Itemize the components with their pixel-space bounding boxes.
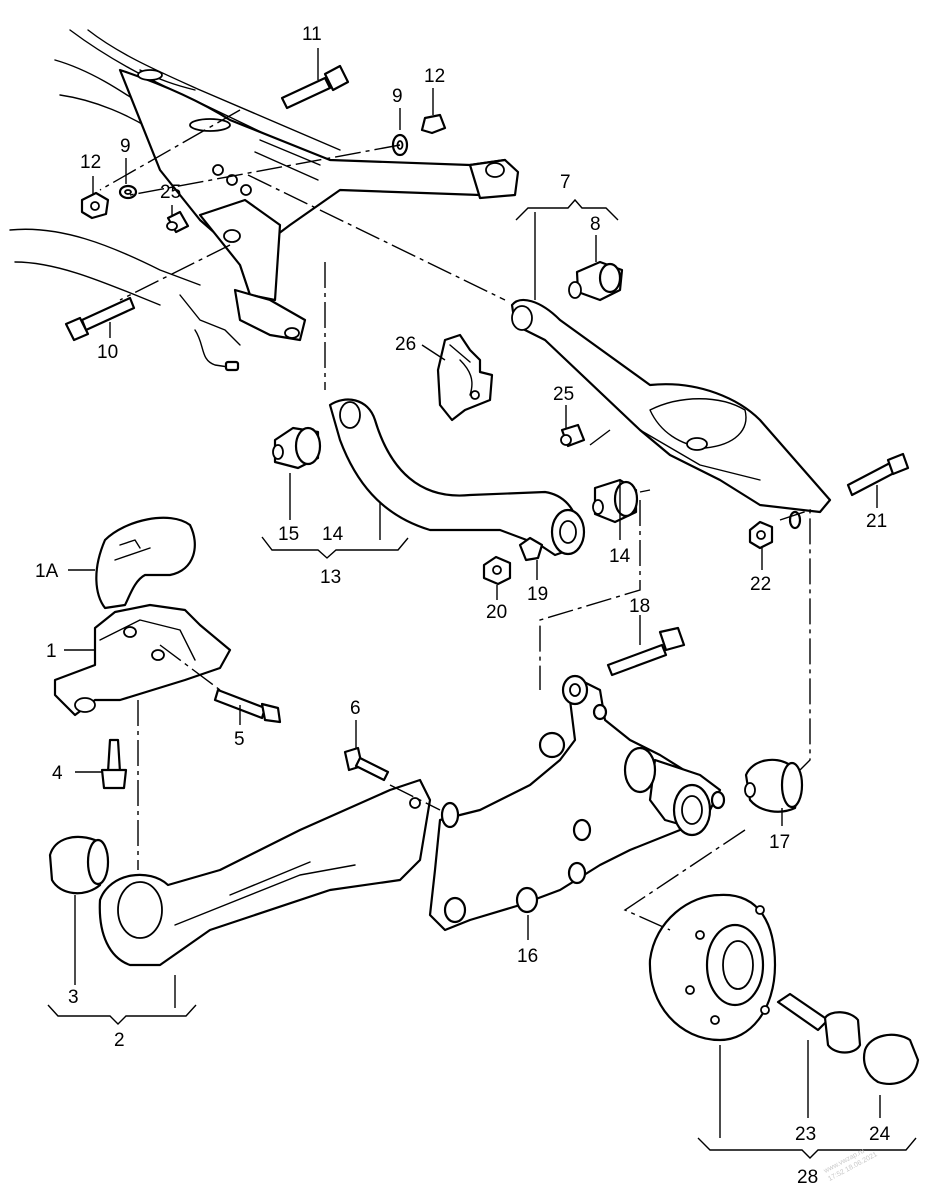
callout-18: 18 [629,596,650,617]
callout-25-right: 25 [553,384,574,405]
bolt-4 [100,738,128,790]
callout-10: 10 [97,342,118,363]
nut-12-upper [420,113,447,135]
callout-13: 13 [320,567,341,588]
bolt-11 [280,64,350,110]
washer-19 [518,536,544,562]
callout-6: 6 [350,698,361,719]
assembly-lines [99,109,811,931]
callout-24: 24 [869,1124,891,1145]
bolt-23 [776,992,862,1054]
callout-labels: 11 9 12 12 9 25 10 7 8 26 25 15 14 13 14… [35,24,891,1188]
bush-25-left [166,210,190,234]
bush-25-right [560,423,586,448]
callout-21: 21 [866,511,887,532]
callout-5: 5 [234,729,245,750]
subframe [9,29,520,372]
cover-1A [95,516,196,610]
callout-25-left: 25 [160,182,181,203]
nut-22 [748,520,774,550]
bolt-10 [64,296,136,342]
bush-17 [744,758,804,813]
wheel-bearing-housing-16 [428,674,726,932]
callout-1: 1 [46,641,57,662]
callout-9-upper: 9 [392,86,403,107]
bolt-21 [846,452,910,497]
callout-3: 3 [68,987,79,1008]
wishbone-7 [510,298,832,514]
callout-9-left: 9 [120,136,131,157]
callout-20: 20 [486,602,507,623]
bolt-5 [213,688,282,724]
callout-7: 7 [560,172,571,193]
callout-8: 8 [590,214,601,235]
bolt-6 [343,746,390,782]
bolt-18 [606,626,686,677]
callout-26: 26 [395,334,416,355]
callout-4: 4 [52,763,63,784]
callout-11: 11 [302,24,322,45]
callout-22: 22 [750,574,771,595]
bush-8 [568,260,624,302]
washer-9-left [118,184,138,200]
callout-23: 23 [795,1124,816,1145]
trailing-arm-2 [98,778,432,967]
callout-16: 16 [517,946,538,967]
bush-14 [592,478,639,524]
leader-lines [47,48,917,1159]
callout-2: 2 [114,1030,125,1051]
callout-12-upper: 12 [424,66,445,87]
bush-3 [48,835,110,895]
nut-12-left [80,191,110,220]
callout-12-left: 12 [80,152,101,173]
callout-14-right: 14 [609,546,631,567]
bracket-26 [436,333,494,422]
callout-14-left: 14 [322,524,344,545]
callout-17: 17 [769,832,790,853]
bush-15 [272,426,322,470]
cap-24 [862,1033,920,1086]
watermark: www.vwzap.ru 17:52 18.06.2021 [822,1148,879,1183]
nut-20 [482,555,512,586]
callout-15: 15 [278,524,299,545]
transverse-link-13 [328,398,586,557]
callout-28: 28 [797,1167,818,1188]
bracket-1 [53,603,232,717]
wheel-hub [648,893,777,1042]
callout-1A: 1A [35,561,59,582]
callout-19: 19 [527,584,548,605]
